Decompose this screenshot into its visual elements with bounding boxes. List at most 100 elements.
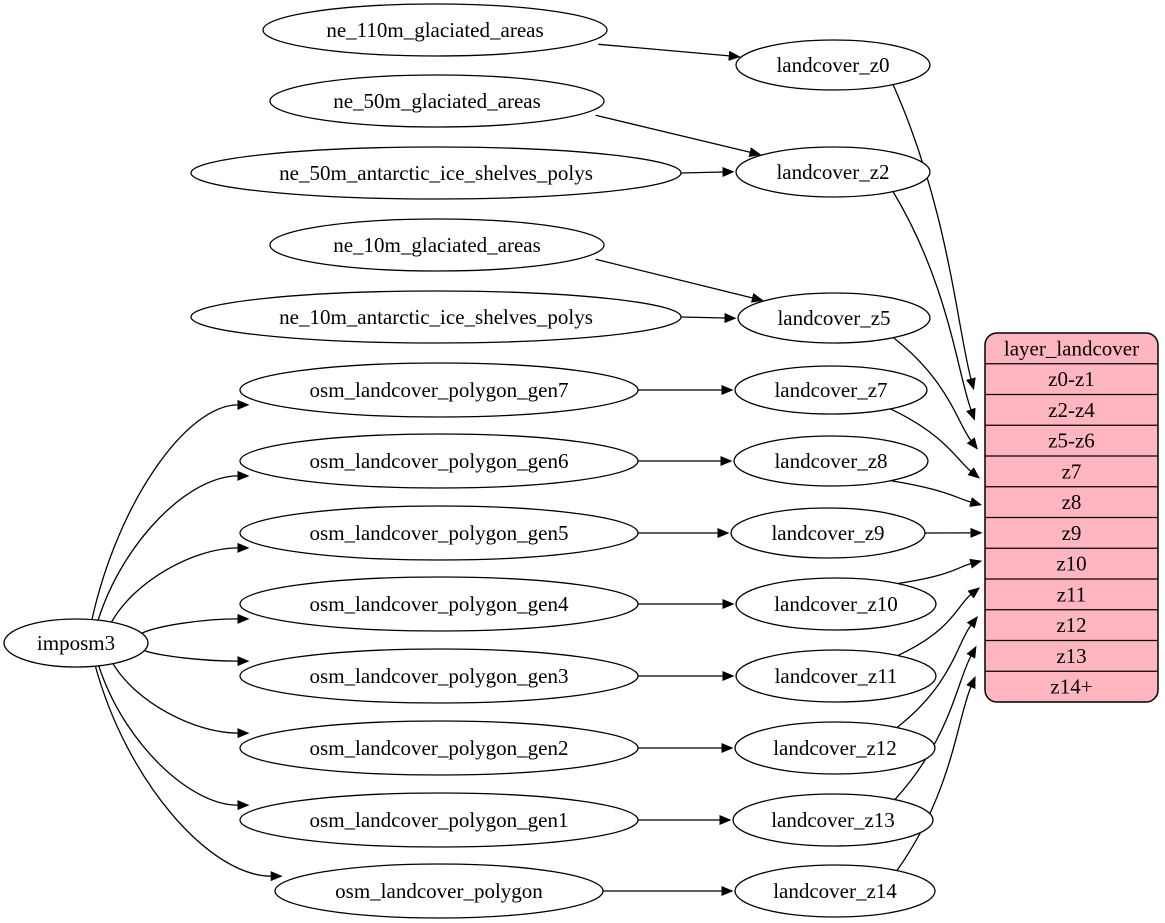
node-ellipse-osm_landcover_polygon_gen3 xyxy=(239,648,639,704)
edges-layer xyxy=(91,43,983,896)
node-ellipse-ne_10m_antarctic_ice_shelves_polys xyxy=(190,290,682,344)
node-label-ne_10m_glaciated_areas: ne_10m_glaciated_areas xyxy=(333,233,541,257)
node-ne_10m_glaciated_areas: ne_10m_glaciated_areas xyxy=(269,218,605,272)
edge-landcover_z5-to-layer_landcover-z5-z6 xyxy=(893,337,978,450)
node-label-osm_landcover_polygon_gen3: osm_landcover_polygon_gen3 xyxy=(310,664,569,688)
record-row-z14+: z14+ xyxy=(1050,675,1092,699)
node-label-osm_landcover_polygon_gen4: osm_landcover_polygon_gen4 xyxy=(310,592,569,616)
node-osm_landcover_polygon_gen4: osm_landcover_polygon_gen4 xyxy=(239,576,639,632)
edge-imposm3-to-osm_landcover_polygon_gen7 xyxy=(91,399,250,620)
node-landcover_z8: landcover_z8 xyxy=(733,435,929,487)
node-ne_50m_glaciated_areas: ne_50m_glaciated_areas xyxy=(269,74,605,128)
edge-imposm3-to-osm_landcover_polygon xyxy=(94,665,283,882)
node-label-landcover_z12: landcover_z12 xyxy=(773,736,897,760)
node-ellipse-landcover_z5 xyxy=(737,292,931,344)
record-title: layer_landcover xyxy=(1004,336,1139,360)
record-row-z7: z7 xyxy=(1062,459,1082,483)
node-label-ne_50m_antarctic_ice_shelves_polys: ne_50m_antarctic_ice_shelves_polys xyxy=(279,161,593,185)
node-label-landcover_z5: landcover_z5 xyxy=(777,306,890,330)
record-row-z0-z1: z0-z1 xyxy=(1048,367,1095,391)
node-landcover_z14: landcover_z14 xyxy=(734,864,936,918)
node-ellipse-osm_landcover_polygon_gen4 xyxy=(239,576,639,632)
node-ellipse-osm_landcover_polygon_gen2 xyxy=(239,720,639,776)
edge-imposm3-to-osm_landcover_polygon_gen6 xyxy=(97,470,250,621)
node-ellipse-osm_landcover_polygon_gen6 xyxy=(239,433,639,489)
node-landcover_z7: landcover_z7 xyxy=(734,365,928,415)
node-ellipse-landcover_z9 xyxy=(730,507,926,559)
edge-ne_110m_glaciated_areas-to-landcover_z0 xyxy=(598,43,741,61)
record-row-z13: z13 xyxy=(1056,644,1086,668)
node-label-landcover_z10: landcover_z10 xyxy=(774,592,898,616)
node-label-landcover_z14: landcover_z14 xyxy=(773,879,897,903)
record-row-z11: z11 xyxy=(1057,582,1087,606)
edge-landcover_z10-to-layer_landcover-z10 xyxy=(897,558,983,585)
edge-imposm3-to-osm_landcover_polygon_gen2 xyxy=(112,663,250,739)
edge-landcover_z14-to-layer_landcover-z14+ xyxy=(896,676,976,871)
node-label-osm_landcover_polygon_gen5: osm_landcover_polygon_gen5 xyxy=(310,521,569,545)
node-label-osm_landcover_polygon_gen2: osm_landcover_polygon_gen2 xyxy=(310,736,569,760)
node-ellipse-osm_landcover_polygon_gen7 xyxy=(239,362,639,418)
edge-imposm3-to-osm_landcover_polygon_gen3 xyxy=(144,650,250,667)
node-label-landcover_z7: landcover_z7 xyxy=(774,378,887,402)
edge-ne_50m_glaciated_areas-to-landcover_z2 xyxy=(595,114,762,157)
node-label-osm_landcover_polygon_gen6: osm_landcover_polygon_gen6 xyxy=(310,449,569,473)
edge-landcover_z11-to-layer_landcover-z11 xyxy=(897,587,981,657)
edge-landcover_z13-to-layer_landcover-z13 xyxy=(894,645,977,800)
node-ellipse-landcover_z14 xyxy=(734,864,936,918)
node-label-osm_landcover_polygon: osm_landcover_polygon xyxy=(335,879,543,903)
node-ne_50m_antarctic_ice_shelves_polys: ne_50m_antarctic_ice_shelves_polys xyxy=(190,146,682,200)
record-row-z12: z12 xyxy=(1056,613,1086,637)
node-label-osm_landcover_polygon_gen1: osm_landcover_polygon_gen1 xyxy=(310,808,569,832)
node-osm_landcover_polygon_gen7: osm_landcover_polygon_gen7 xyxy=(239,362,639,418)
edge-landcover_z7-to-layer_landcover-z7 xyxy=(890,408,980,479)
record-row-z8: z8 xyxy=(1062,490,1082,514)
node-landcover_z2: landcover_z2 xyxy=(735,146,931,198)
node-osm_landcover_polygon_gen3: osm_landcover_polygon_gen3 xyxy=(239,648,639,704)
node-label-ne_50m_glaciated_areas: ne_50m_glaciated_areas xyxy=(333,89,541,113)
node-ellipse-osm_landcover_polygon_gen1 xyxy=(239,792,639,848)
record-row-z5-z6: z5-z6 xyxy=(1048,429,1095,453)
edge-landcover_z0-to-layer_landcover-z0-z1 xyxy=(892,84,976,391)
node-osm_landcover_polygon_gen5: osm_landcover_polygon_gen5 xyxy=(239,505,639,561)
node-ellipse-landcover_z8 xyxy=(733,435,929,487)
node-ellipse-osm_landcover_polygon_gen5 xyxy=(239,505,639,561)
edge-landcover_z8-to-layer_landcover-z8 xyxy=(891,480,983,507)
edge-ne_10m_antarctic_ice_shelves_polys-to-landcover_z5 xyxy=(680,312,737,323)
node-ellipse-landcover_z10 xyxy=(735,577,937,631)
node-ellipse-ne_50m_glaciated_areas xyxy=(269,74,605,128)
node-ellipse-landcover_z0 xyxy=(735,39,931,91)
node-label-landcover_z8: landcover_z8 xyxy=(774,449,887,473)
edge-imposm3-to-osm_landcover_polygon_gen4 xyxy=(141,613,250,634)
node-ellipse-osm_landcover_polygon xyxy=(274,863,604,919)
node-label-landcover_z11: landcover_z11 xyxy=(775,664,898,688)
record-layer_landcover: layer_landcoverz0-z1z2-z4z5-z6z7z8z9z10z… xyxy=(984,332,1159,703)
edge-imposm3-to-osm_landcover_polygon_gen5 xyxy=(110,542,250,623)
node-ellipse-ne_50m_antarctic_ice_shelves_polys xyxy=(190,146,682,200)
node-ne_110m_glaciated_areas: ne_110m_glaciated_areas xyxy=(262,3,608,57)
edge-landcover_z12-to-layer_landcover-z12 xyxy=(896,615,978,728)
node-label-landcover_z9: landcover_z9 xyxy=(771,521,884,545)
edge-imposm3-to-osm_landcover_polygon_gen1 xyxy=(98,665,250,811)
node-osm_landcover_polygon: osm_landcover_polygon xyxy=(274,863,604,919)
edge-ne_50m_antarctic_ice_shelves_polys-to-landcover_z2 xyxy=(680,167,735,178)
node-ellipse-ne_110m_glaciated_areas xyxy=(262,3,608,57)
node-imposm3: imposm3 xyxy=(3,618,149,668)
node-label-osm_landcover_polygon_gen7: osm_landcover_polygon_gen7 xyxy=(310,378,569,402)
node-osm_landcover_polygon_gen6: osm_landcover_polygon_gen6 xyxy=(239,433,639,489)
node-landcover_z13: landcover_z13 xyxy=(732,793,934,847)
node-landcover_z10: landcover_z10 xyxy=(735,577,937,631)
edge-landcover_z2-to-layer_landcover-z2-z4 xyxy=(892,191,976,421)
record-row-z9: z9 xyxy=(1062,521,1082,545)
node-landcover_z0: landcover_z0 xyxy=(735,39,931,91)
node-osm_landcover_polygon_gen1: osm_landcover_polygon_gen1 xyxy=(239,792,639,848)
node-ellipse-landcover_z13 xyxy=(732,793,934,847)
node-landcover_z9: landcover_z9 xyxy=(730,507,926,559)
node-label-ne_110m_glaciated_areas: ne_110m_glaciated_areas xyxy=(326,18,543,42)
node-label-imposm3: imposm3 xyxy=(37,631,115,655)
node-ellipse-landcover_z2 xyxy=(735,146,931,198)
node-ellipse-ne_10m_glaciated_areas xyxy=(269,218,605,272)
edge-ne_10m_glaciated_areas-to-landcover_z5 xyxy=(595,258,764,303)
node-label-landcover_z0: landcover_z0 xyxy=(776,53,889,77)
